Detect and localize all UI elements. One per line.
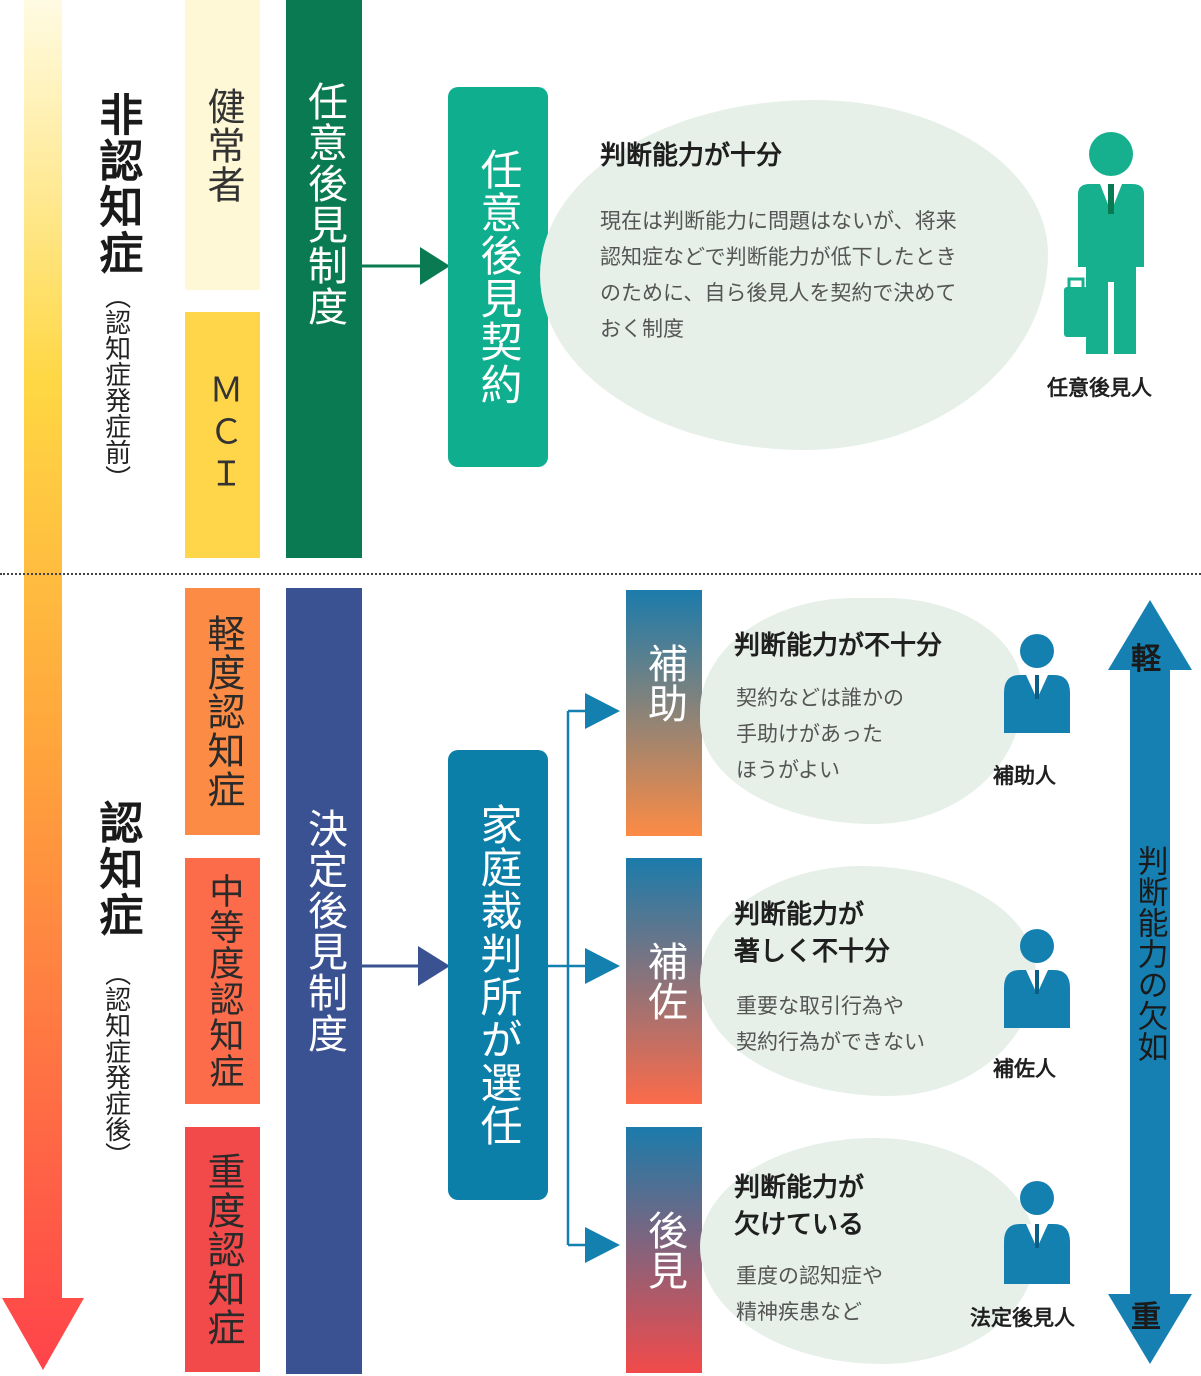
bubble-hosa-title: 判断能力が 著しく不十分	[734, 900, 891, 967]
bubble-hojo	[700, 598, 1022, 824]
timeline-after-sub: （認知症発症後）	[100, 960, 131, 1168]
curator-label: 補佐人	[993, 1057, 1056, 1081]
legal-guardian-icon	[1004, 1180, 1070, 1288]
type-box-hosa: 補佐	[626, 858, 702, 1104]
statutory-system-label: 決定後見制度	[301, 808, 347, 1054]
stage-mild-label: 軽度認知症	[201, 614, 246, 809]
timeline-after-title: 認知症	[91, 800, 143, 938]
judgment-scale-arrow	[1108, 600, 1192, 1368]
voluntary-contract-label: 任意後見契約	[474, 148, 524, 406]
stage-healthy-label: 健常者	[201, 86, 246, 204]
statutory-system-bar: 決定後見制度	[286, 588, 362, 1374]
bubble-hojo-title: 判断能力が不十分	[734, 631, 943, 661]
bubble-kouken-title: 判断能力が 欠けている	[734, 1173, 865, 1240]
scale-label: 判断能力の欠如	[1131, 845, 1168, 1062]
voluntary-guardian-icon	[1064, 132, 1144, 358]
family-court-label: 家庭裁判所が選任	[474, 803, 524, 1147]
stage-mild: 軽度認知症	[185, 588, 260, 835]
voluntary-contract-box: 任意後見契約	[448, 87, 548, 467]
bubble-hosa	[700, 866, 1036, 1096]
type-box-kouken: 後見	[626, 1127, 702, 1373]
stage-moderate: 中等度認知症	[185, 858, 260, 1104]
timeline-arrow	[0, 0, 90, 1372]
voluntary-system-bar: 任意後見制度	[286, 0, 362, 558]
type-label-kouken: 後見	[641, 1210, 687, 1290]
stage-moderate-label: 中等度認知症	[203, 873, 244, 1089]
voluntary-bubble-desc: 現在は判断能力に問題はないが、将来 認知症などで判断能力が低下したとき のために…	[600, 209, 957, 342]
stage-healthy: 健常者	[185, 0, 260, 290]
stage-mci-label: ＭＣＩ	[202, 372, 243, 498]
scale-heavy-label: 重	[1131, 1300, 1161, 1335]
bubble-kouken	[700, 1138, 1036, 1364]
stage-severe-label: 重度認知症	[201, 1152, 246, 1347]
section-divider	[0, 573, 1201, 575]
legal-guardian-label: 法定後見人	[970, 1306, 1075, 1330]
voluntary-guardian-label: 任意後見人	[1047, 376, 1152, 400]
stage-severe: 重度認知症	[185, 1127, 260, 1372]
scale-light-label: 軽	[1131, 642, 1161, 677]
voluntary-bubble	[540, 100, 1048, 450]
family-court-box: 家庭裁判所が選任	[448, 750, 548, 1200]
timeline-before-title: 非認知症	[91, 92, 143, 276]
type-label-hosa: 補佐	[641, 941, 687, 1021]
voluntary-bubble-title: 判断能力が十分	[600, 141, 783, 171]
bubble-kouken-desc: 重度の認知症や 精神疾患など	[736, 1264, 883, 1325]
assistant-icon	[1004, 633, 1070, 737]
voluntary-system-label: 任意後見制度	[301, 81, 347, 327]
curator-icon	[1004, 928, 1070, 1032]
timeline-before-sub: （認知症発症前）	[100, 283, 131, 491]
type-box-hojo: 補助	[626, 590, 702, 836]
assistant-label: 補助人	[993, 764, 1056, 788]
stage-mci: ＭＣＩ	[185, 312, 260, 558]
type-label-hojo: 補助	[641, 643, 687, 723]
bubble-hosa-desc: 重要な取引行為や 契約行為ができない	[736, 994, 925, 1055]
bubble-hojo-desc: 契約などは誰かの 手助けがあった ほうがよい	[736, 686, 904, 783]
